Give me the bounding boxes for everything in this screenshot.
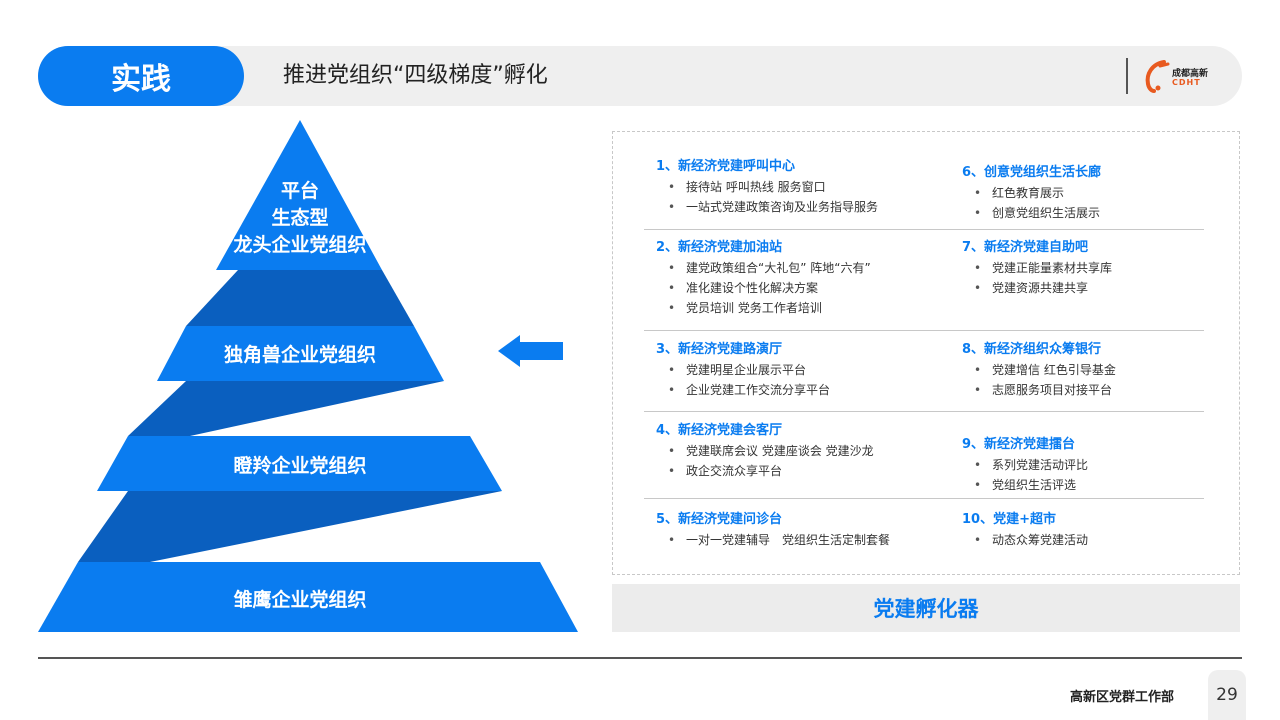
tier-top-shape	[216, 120, 382, 270]
tier-top-line-2: 生态型	[271, 207, 329, 229]
item-title: 4、新经济党建会客厅	[656, 423, 783, 438]
left-arrow-icon	[498, 335, 563, 367]
item-bullet: 党组织生活评选	[962, 475, 1088, 495]
item-bullet: 动态众筹党建活动	[962, 530, 1088, 550]
section-label: 实践	[38, 46, 244, 106]
item-title: 1、新经济党建呼叫中心	[656, 159, 796, 174]
row-divider	[644, 411, 1204, 412]
item-title: 5、新经济党建问诊台	[656, 512, 783, 527]
tier-2-shape	[157, 326, 444, 381]
row-divider	[644, 229, 1204, 230]
page-title: 推进党组织“四级梯度”孵化	[283, 63, 548, 88]
item-bullet: 建党政策组合“大礼包” 阵地“六有”	[656, 258, 871, 278]
item-supermarket: 10、党建+超市 动态众筹党建活动	[962, 510, 1088, 550]
item-crowdfunding-bank: 8、新经济组织众筹银行 党建增信 红色引导基金 志愿服务项目对接平台	[962, 340, 1116, 400]
item-bullet: 接待站 呼叫热线 服务窗口	[656, 177, 878, 197]
tier-top-line-3: 龙头企业党组织	[233, 234, 367, 256]
tier-2-label: 独角兽企业党组织	[223, 344, 376, 366]
item-roadshow-hall: 3、新经济党建路演厅 党建明星企业展示平台 企业党建工作交流分享平台	[656, 340, 830, 400]
item-bullet: 准化建设个性化解决方案	[656, 278, 871, 298]
item-bullet: 系列党建活动评比	[962, 455, 1088, 475]
ribbon-1	[186, 270, 414, 326]
item-bullet: 党建联席会议 党建座谈会 党建沙龙	[656, 441, 874, 461]
logo-divider	[1126, 58, 1128, 94]
ribbon-2	[128, 381, 444, 436]
item-reception-hall: 4、新经济党建会客厅 党建联席会议 党建座谈会 党建沙龙 政企交流众享平台	[656, 421, 874, 481]
footer-department: 高新区党群工作部	[1070, 690, 1175, 705]
ribbon-3	[78, 491, 502, 562]
item-bullet: 党建明星企业展示平台	[656, 360, 830, 380]
incubator-panel	[612, 131, 1240, 575]
footer-divider	[38, 657, 1242, 659]
tier-4-label: 雏鹰企业党组织	[233, 589, 367, 611]
item-bullet: 一站式党建政策咨询及业务指导服务	[656, 197, 878, 217]
logo-text-top: 成都高新	[1172, 69, 1209, 79]
item-bullet: 一对一党建辅导 党组织生活定制套餐	[656, 530, 890, 550]
tier-top-line-1: 平台	[280, 180, 319, 202]
item-call-center: 1、新经济党建呼叫中心 接待站 呼叫热线 服务窗口 一站式党建政策咨询及业务指导…	[656, 157, 878, 217]
item-clinic-desk: 5、新经济党建问诊台 一对一党建辅导 党组织生活定制套餐	[656, 510, 890, 550]
item-bullet: 党员培训 党务工作者培训	[656, 298, 871, 318]
item-arena: 9、新经济党建擂台 系列党建活动评比 党组织生活评选	[962, 435, 1088, 495]
item-bullet: 政企交流众享平台	[656, 461, 874, 481]
item-bullet: 红色教育展示	[962, 183, 1101, 203]
incubator-label: 党建孵化器	[612, 584, 1240, 632]
logo-mark-icon	[1145, 60, 1170, 93]
item-title: 7、新经济党建自助吧	[962, 240, 1089, 255]
item-bullet: 创意党组织生活展示	[962, 203, 1101, 223]
item-title: 10、党建+超市	[962, 512, 1056, 527]
item-bullet: 志愿服务项目对接平台	[962, 380, 1116, 400]
item-bullet: 党建资源共建共享	[962, 278, 1112, 298]
item-title: 6、创意党组织生活长廊	[962, 165, 1102, 180]
logo-text-bottom: CDHT	[1172, 78, 1201, 87]
item-bullet: 企业党建工作交流分享平台	[656, 380, 830, 400]
tier-top-label: 平台 生态型 龙头企业党组织	[220, 178, 380, 259]
cdht-logo: 成都高新 CDHT	[1142, 58, 1214, 94]
item-title: 8、新经济组织众筹银行	[962, 342, 1102, 357]
item-gas-station: 2、新经济党建加油站 建党政策组合“大礼包” 阵地“六有” 准化建设个性化解决方…	[656, 238, 871, 318]
row-divider	[644, 498, 1204, 499]
row-divider	[644, 330, 1204, 331]
item-title: 3、新经济党建路演厅	[656, 342, 783, 357]
item-creative-corridor: 6、创意党组织生活长廊 红色教育展示 创意党组织生活展示	[962, 163, 1101, 223]
item-title: 9、新经济党建擂台	[962, 437, 1076, 452]
tier-3-label: 瞪羚企业党组织	[233, 455, 367, 477]
pyramid-diagram	[38, 120, 578, 632]
item-self-service-bar: 7、新经济党建自助吧 党建正能量素材共享库 党建资源共建共享	[962, 238, 1112, 298]
tier-4-shape	[38, 562, 578, 632]
item-bullet: 党建增信 红色引导基金	[962, 360, 1116, 380]
page-number: 29	[1208, 670, 1246, 720]
item-title: 2、新经济党建加油站	[656, 240, 783, 255]
item-bullet: 党建正能量素材共享库	[962, 258, 1112, 278]
tier-3-shape	[97, 436, 502, 491]
